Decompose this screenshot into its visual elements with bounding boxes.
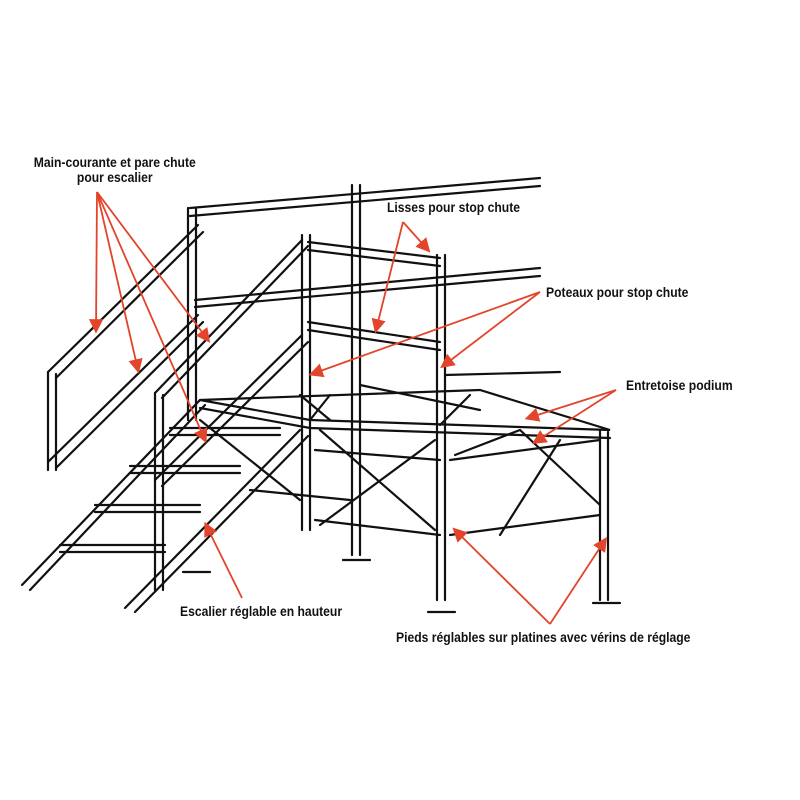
posts-label: Poteaux pour stop chute [546, 285, 689, 300]
stair-label: Escalier réglable en hauteur [180, 604, 343, 619]
rails-label: Lisses pour stop chute [387, 200, 521, 215]
handrail-label-line2: pour escalier [76, 170, 153, 185]
handrail-label: Main-courante et pare chute pour escalie… [18, 155, 212, 185]
handrail-label-line1: Main-courante et pare chute [33, 155, 196, 170]
feet-label: Pieds réglables sur platines avec vérins… [396, 630, 691, 645]
brace-label: Entretoise podium [626, 378, 733, 393]
arrows [88, 191, 617, 625]
